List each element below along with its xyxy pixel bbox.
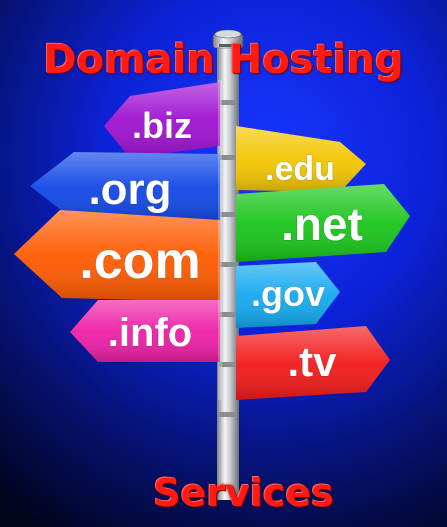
sign-net-label: .net xyxy=(281,198,363,250)
sign-info-label: .info xyxy=(108,311,192,355)
sign-biz-label: .biz xyxy=(132,105,192,146)
sign-org-label: .org xyxy=(88,165,171,214)
sign-net: .net xyxy=(236,184,410,262)
sign-com: .com xyxy=(14,210,220,302)
sign-tv-label: .tv xyxy=(287,338,337,385)
sign-org: .org xyxy=(30,152,220,222)
sign-com-label: .com xyxy=(79,232,200,290)
sign-edu: .edu xyxy=(236,126,366,192)
sign-biz: .biz xyxy=(104,82,220,158)
sign-edu-label: .edu xyxy=(265,150,335,188)
signpost-pole xyxy=(212,29,244,500)
page-subtitle: Services xyxy=(153,471,334,515)
page-title: Domain Hosting xyxy=(43,37,404,83)
sign-info: .info xyxy=(70,300,220,362)
sign-gov: .gov xyxy=(236,262,340,328)
sign-tv: .tv xyxy=(236,326,390,400)
sign-gov-label: .gov xyxy=(251,273,325,314)
